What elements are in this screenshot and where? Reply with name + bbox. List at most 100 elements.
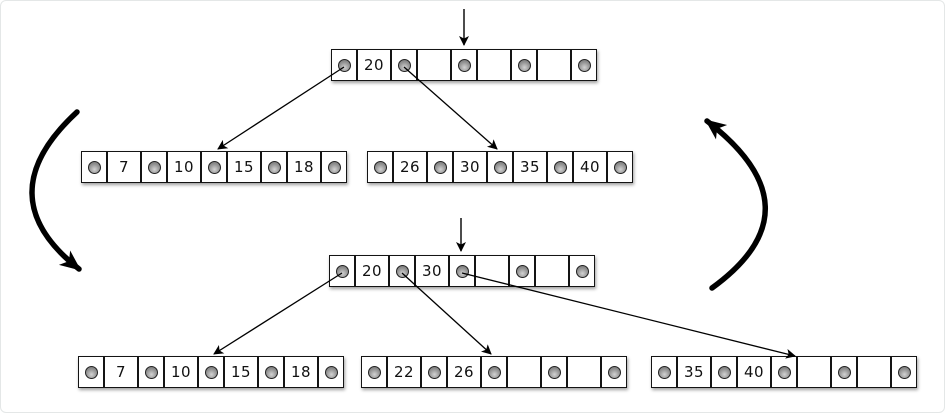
pointer-slot xyxy=(318,356,344,388)
pointer-slot xyxy=(198,356,224,388)
pointer-slot xyxy=(138,356,164,388)
pointer-dot-icon xyxy=(207,160,221,174)
pointer-slot xyxy=(329,255,355,287)
key-cell xyxy=(417,49,451,81)
key-cell xyxy=(477,49,511,81)
pointer-slot xyxy=(487,151,513,183)
pointer-slot xyxy=(201,151,227,183)
key-cell: 7 xyxy=(107,151,141,183)
key-cell: 20 xyxy=(357,49,391,81)
pointer-dot-icon xyxy=(335,264,349,278)
pointer-dot-icon xyxy=(397,58,411,72)
pointer-dot-icon xyxy=(373,160,387,174)
pointer-dot-icon xyxy=(204,365,218,379)
pointer-dot-icon xyxy=(547,365,561,379)
pointer-dot-icon xyxy=(517,58,531,72)
pointer-dot-icon xyxy=(427,365,441,379)
pointer-dot-icon xyxy=(264,365,278,379)
pointer-slot xyxy=(831,356,857,388)
pointer-dot-icon xyxy=(395,264,409,278)
key-cell: 22 xyxy=(387,356,421,388)
pointer-dot-icon xyxy=(337,58,351,72)
pointer-dot-icon xyxy=(515,264,529,278)
pointer-slot xyxy=(541,356,567,388)
pointer-dot-icon xyxy=(144,365,158,379)
pointer-dot-icon xyxy=(657,365,671,379)
pointer-dot-icon xyxy=(613,160,627,174)
pointer-dot-icon xyxy=(493,160,507,174)
pointer-slot xyxy=(481,356,507,388)
pointer-slot xyxy=(141,151,167,183)
pointer-slot xyxy=(891,356,917,388)
pointer-slot xyxy=(651,356,677,388)
pointer-slot xyxy=(258,356,284,388)
key-cell: 7 xyxy=(104,356,138,388)
pointer-slot xyxy=(601,356,627,388)
pointer-dot-icon xyxy=(577,58,591,72)
pointer-dot-icon xyxy=(575,264,589,278)
btree-node-after-child-left: 7 10 15 18 xyxy=(78,356,344,388)
pointer-slot xyxy=(449,255,475,287)
pointer-dot-icon xyxy=(897,365,911,379)
key-cell: 18 xyxy=(287,151,321,183)
pointer-dot-icon xyxy=(717,365,731,379)
btree-node-after-child-right: 35 40 xyxy=(651,356,917,388)
pointer-dot-icon xyxy=(777,365,791,379)
key-cell xyxy=(797,356,831,388)
pointer-slot xyxy=(391,49,417,81)
key-cell: 18 xyxy=(284,356,318,388)
pointer-slot xyxy=(421,356,447,388)
key-cell: 40 xyxy=(737,356,771,388)
pointer-slot xyxy=(451,49,477,81)
transform-arrow-up xyxy=(704,118,768,291)
key-cell: 30 xyxy=(453,151,487,183)
pointer-slot xyxy=(711,356,737,388)
pointer-dot-icon xyxy=(433,160,447,174)
pointer-slot xyxy=(607,151,633,183)
pointer-dot-icon xyxy=(553,160,567,174)
pointer-dot-icon xyxy=(367,365,381,379)
key-cell: 35 xyxy=(513,151,547,183)
pointer-dot-icon xyxy=(837,365,851,379)
pointer-dot-icon xyxy=(87,160,101,174)
pointer-dot-icon xyxy=(455,264,469,278)
pointer-dot-icon xyxy=(457,58,471,72)
key-cell: 40 xyxy=(573,151,607,183)
pointer-dot-icon xyxy=(327,160,341,174)
transform-arrow-down xyxy=(29,109,82,272)
pointer-slot xyxy=(331,49,357,81)
btree-node-before-root: 20 xyxy=(331,49,597,81)
pointer-slot xyxy=(81,151,107,183)
pointer-dot-icon xyxy=(147,160,161,174)
btree-node-after-child-middle: 22 26 xyxy=(361,356,627,388)
pointer-slot xyxy=(389,255,415,287)
key-cell xyxy=(537,49,571,81)
key-cell xyxy=(475,255,509,287)
pointer-dot-icon xyxy=(267,160,281,174)
key-cell: 15 xyxy=(224,356,258,388)
key-cell xyxy=(857,356,891,388)
pointer-slot xyxy=(569,255,595,287)
key-cell: 15 xyxy=(227,151,261,183)
key-cell: 26 xyxy=(447,356,481,388)
pointer-dot-icon xyxy=(84,365,98,379)
pointer-dot-icon xyxy=(607,365,621,379)
key-cell: 30 xyxy=(415,255,449,287)
pointer-dot-icon xyxy=(487,365,501,379)
key-cell xyxy=(567,356,601,388)
pointer-slot xyxy=(771,356,797,388)
pointer-slot xyxy=(78,356,104,388)
key-cell: 35 xyxy=(677,356,711,388)
pointer-dot-icon xyxy=(324,365,338,379)
key-cell xyxy=(507,356,541,388)
child-pointer-arrow-before-left xyxy=(217,66,345,150)
pointer-slot xyxy=(571,49,597,81)
pointer-slot xyxy=(511,49,537,81)
pointer-slot xyxy=(547,151,573,183)
pointer-slot xyxy=(427,151,453,183)
key-cell: 10 xyxy=(164,356,198,388)
child-pointer-arrow-after-left xyxy=(213,272,343,355)
